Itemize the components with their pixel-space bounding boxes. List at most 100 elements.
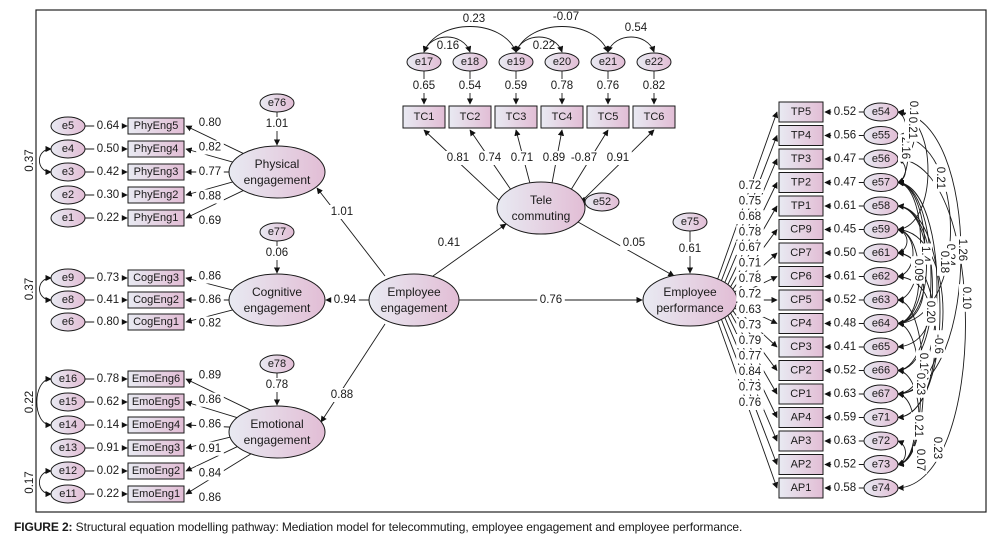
perf-error-value-e56: 0.47: [834, 153, 856, 165]
perf-error-value-e58: 0.61: [834, 200, 856, 212]
path-ee-to-cognitive-value: 0.94: [334, 294, 357, 306]
path-ee-to-physical-value-bg: [328, 205, 356, 219]
emotional-loading-path-EmoEng5: [185, 400, 240, 419]
perf-covariance-value-7: 0.10: [960, 287, 972, 309]
perf-covariance-value-9: 0.09: [912, 259, 924, 281]
perf-loading-CP1: 0.84: [739, 366, 762, 378]
perf-error-value-e57: 0.47: [834, 177, 856, 189]
emotional-item-EmoEng6: [127, 370, 185, 388]
perf-error-value-e58-bg: [831, 199, 859, 213]
perf-error-e63-label: e63: [872, 294, 890, 306]
tc-error-value-e19-bg: [502, 79, 530, 93]
perf-covariance-value-12: 0.19: [917, 353, 929, 375]
tc-item-TC5-label: TC5: [598, 111, 619, 123]
perf-error-value-e63: 0.52: [834, 294, 856, 306]
cognitive-error-value-e9: 0.73: [97, 272, 119, 284]
tc-loading-TC4-bg: [540, 151, 568, 165]
perf-error-value-e65-bg: [831, 340, 859, 354]
emotional-loading-EmoEng5: 0.86: [199, 394, 221, 406]
tc-error-value-e22: 0.82: [643, 80, 665, 92]
physical-error-e3-label: e3: [62, 166, 74, 178]
latent-employee-engagement: [368, 273, 460, 327]
path-ee-to-emotional-value: 0.88: [331, 389, 353, 401]
perf-item-TP5: [778, 101, 824, 123]
perf-error-value-e55: 0.56: [834, 130, 856, 142]
tc-covariance-e17-e18-value: 0.16: [437, 40, 459, 52]
tc-error-value-e19: 0.59: [505, 80, 527, 92]
tc-loading-TC5-bg: [567, 151, 601, 165]
latent-employee-performance-label-1: Employee: [663, 285, 717, 299]
emotional-error-value-e15-bg: [94, 395, 122, 409]
perf-item-AP1-label: AP1: [791, 482, 812, 494]
disturbance-value-e77-bg: [263, 246, 291, 260]
perf-error-e58: [863, 196, 899, 216]
emotional-loading-EmoEng1-bg: [196, 490, 224, 505]
perf-loading-TP2: 0.78: [739, 227, 761, 239]
path-telecommuting-to-performance-value: 0.05: [623, 237, 645, 249]
cognitive-error-e8: [50, 290, 86, 310]
tc-covariance-e19-e21-value: -0.07: [553, 11, 579, 23]
emotional-item-EmoEng2: [127, 462, 185, 480]
latent-emotional-engagement-label-2: engagement: [244, 433, 311, 447]
path-ee-to-telecommuting-value-bg: [435, 236, 463, 250]
tc-error-e19: [498, 52, 534, 72]
emotional-item-EmoEng4: [127, 416, 185, 434]
perf-item-AP2-label: AP2: [791, 459, 812, 471]
emotional-item-EmoEng5: [127, 393, 185, 411]
emotional-error-e15: [50, 392, 86, 412]
perf-item-CP2-label: CP2: [790, 365, 811, 377]
perf-error-e57: [863, 173, 899, 192]
tc-error-e22: [636, 52, 672, 72]
tc-covariance-e19-e21: [515, 26, 609, 53]
perf-loading-AP4-bg: [736, 380, 764, 395]
perf-item-CP1-label: CP1: [790, 388, 811, 400]
perf-loading-CP1-bg: [736, 365, 764, 379]
disturbance-value-e75: 0.61: [679, 243, 701, 255]
tc-covariance-e19-e20-value: 0.22: [533, 40, 555, 52]
perf-error-e64: [863, 314, 899, 333]
emotional-loading-EmoEng3: 0.91: [199, 443, 221, 455]
path-ee-to-performance-value-bg: [537, 293, 565, 307]
perf-covariance-arc-3: [897, 158, 906, 184]
physical-error-value-e4: 0.50: [97, 143, 119, 155]
cognitive-item-CogEng2-label: CogEng2: [133, 294, 179, 306]
perf-error-value-e54: 0.52: [834, 106, 856, 118]
perf-error-e62: [863, 267, 899, 286]
perf-item-AP4: [778, 407, 824, 428]
cognitive-error-e8-label: e8: [62, 294, 74, 306]
disturbance-value-e78: 0.78: [266, 379, 288, 391]
emotional-item-EmoEng1-label: EmoEng1: [132, 488, 180, 500]
perf-error-value-e74-bg: [831, 481, 859, 495]
perf-covariance-arc-24: [897, 203, 941, 421]
emotional-item-EmoEng4-label: EmoEng4: [132, 419, 180, 431]
physical-loading-PhyEng5: 0.80: [199, 117, 221, 129]
physical-loading-PhyEng3-bg: [196, 165, 224, 179]
perf-item-AP4-label: AP4: [791, 412, 812, 424]
perf-error-e72: [863, 431, 899, 451]
perf-error-value-e67-bg: [831, 387, 859, 401]
perf-item-CP3-label: CP3: [790, 341, 811, 353]
physical-covariance-e4-e3-value: 0.37: [24, 149, 36, 171]
tc-loading-TC2: 0.74: [479, 152, 502, 164]
tc-error-e20: [544, 52, 580, 72]
perf-error-e59-label: e59: [872, 224, 890, 236]
perf-item-AP3-label: AP3: [791, 435, 812, 447]
perf-covariance-value-14: 0.21: [912, 415, 924, 437]
perf-error-value-e57-bg: [831, 175, 859, 190]
emotional-covariance-e16-e14: [36, 375, 52, 429]
cognitive-error-value-e8: 0.41: [97, 294, 119, 306]
physical-loading-PhyEng3: 0.77: [199, 166, 221, 178]
path-ee-to-emotional-value-bg: [328, 388, 356, 402]
perf-loading-TP5-bg: [736, 179, 764, 193]
perf-item-CP6-label: CP6: [790, 271, 811, 283]
perf-covariance-value-7-bg: [959, 284, 973, 312]
disturbance-e52-label: e52: [593, 196, 611, 208]
cognitive-error-value-e6-bg: [94, 315, 122, 329]
emotional-covariance-e12-e11-value: 0.17: [24, 471, 36, 493]
emotional-loading-EmoEng1: 0.86: [199, 492, 221, 504]
tc-error-e21-label: e21: [599, 56, 617, 68]
latent-employee-performance-label-2: performance: [656, 301, 724, 315]
path-ee-to-physical-value: 1.01: [331, 206, 353, 218]
perf-loading-TP1-bg: [736, 241, 764, 255]
tc-error-value-e18: 0.54: [459, 80, 482, 92]
